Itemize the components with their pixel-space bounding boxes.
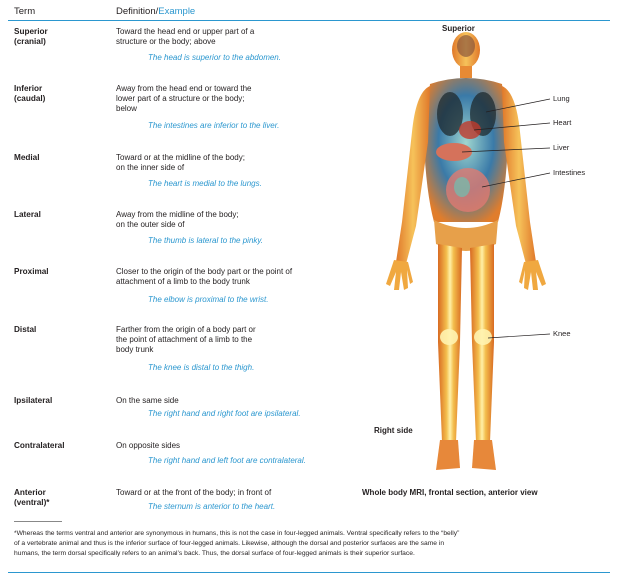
example-text: The right hand and left foot are contral…: [148, 456, 306, 465]
right-arm-shape: [396, 86, 430, 264]
figure-caption: Whole body MRI, frontal section, anterio…: [362, 488, 538, 497]
definition-cell: Away from the midline of the body;on the…: [116, 210, 239, 229]
right-side-label: Right side: [374, 426, 413, 435]
heart-label: Heart: [553, 118, 572, 127]
liver-label: Liver: [553, 143, 570, 152]
example-header-label: Example: [158, 6, 196, 17]
definition-cell: Toward or at the midline of the body;on …: [116, 153, 245, 172]
bottom-rule: [8, 572, 610, 573]
superior-label: Superior: [442, 24, 475, 33]
definition-cell: On the same side: [116, 396, 179, 405]
footnote-rule: [14, 521, 62, 522]
definition-column-header: Definition/Example: [116, 6, 195, 17]
heart-pointer: [473, 122, 551, 131]
liver-pointer: [461, 147, 551, 153]
example-text: The sternum is anterior to the heart.: [148, 502, 276, 511]
example-text: The elbow is proximal to the wrist.: [148, 295, 269, 304]
knee-shape: [440, 329, 458, 345]
definition-cell: Toward or at the front of the body; in f…: [116, 488, 272, 497]
lung-label: Lung: [553, 94, 570, 103]
definition-header-label: Definition/: [116, 6, 159, 17]
liver-shape: [436, 143, 472, 161]
footnote: *Whereas the terms ventral and anterior …: [14, 529, 606, 559]
term-cell: Contralateral: [14, 441, 65, 450]
definition-cell: On opposite sides: [116, 441, 181, 450]
term-cell: Inferior(caudal): [14, 84, 46, 103]
lung-pointer: [485, 98, 551, 113]
footnote-line: of a vertebrate animal and thus is the i…: [14, 540, 445, 547]
example-text: The head is superior to the abdomen.: [148, 53, 281, 62]
term-cell: Ipsilateral: [14, 396, 53, 405]
footnote-line: *Whereas the terms ventral and anterior …: [14, 530, 460, 537]
intestines-pointer: [481, 172, 551, 188]
mri-figure: Superior Lung Heart Liver Intestines Kne…: [350, 22, 612, 497]
lung-shape: [437, 92, 463, 136]
term-cell: Anterior(ventral)*: [14, 488, 50, 507]
term-column-header: Term: [14, 6, 36, 17]
term-cell: Medial: [14, 153, 40, 162]
header-rule: [8, 20, 610, 21]
example-text: The thumb is lateral to the pinky.: [148, 236, 264, 245]
intestines-label: Intestines: [553, 168, 586, 177]
term-cell: Superior(cranial): [14, 27, 48, 46]
knee-pointer: [487, 333, 551, 339]
footnote-line: humans, the term dorsal specifically ref…: [14, 550, 415, 557]
term-cell: Proximal: [14, 267, 49, 276]
example-text: The heart is medial to the lungs.: [148, 179, 262, 188]
term-cell: Distal: [14, 325, 37, 334]
table-header: Term Definition/Example: [0, 4, 618, 20]
heart-shape: [459, 121, 481, 139]
definition-cell: Closer to the origin of the body part or…: [116, 267, 293, 286]
example-text: The knee is distal to the thigh.: [148, 363, 255, 372]
example-text: The intestines are inferior to the liver…: [148, 121, 280, 130]
term-cell: Lateral: [14, 210, 41, 219]
definition-cell: Farther from the origin of a body part o…: [116, 325, 256, 354]
example-text: The right hand and right foot are ipsila…: [148, 409, 301, 418]
left-arm-shape: [502, 86, 536, 264]
mri-body-image: [386, 32, 551, 470]
knee-label: Knee: [553, 329, 571, 338]
